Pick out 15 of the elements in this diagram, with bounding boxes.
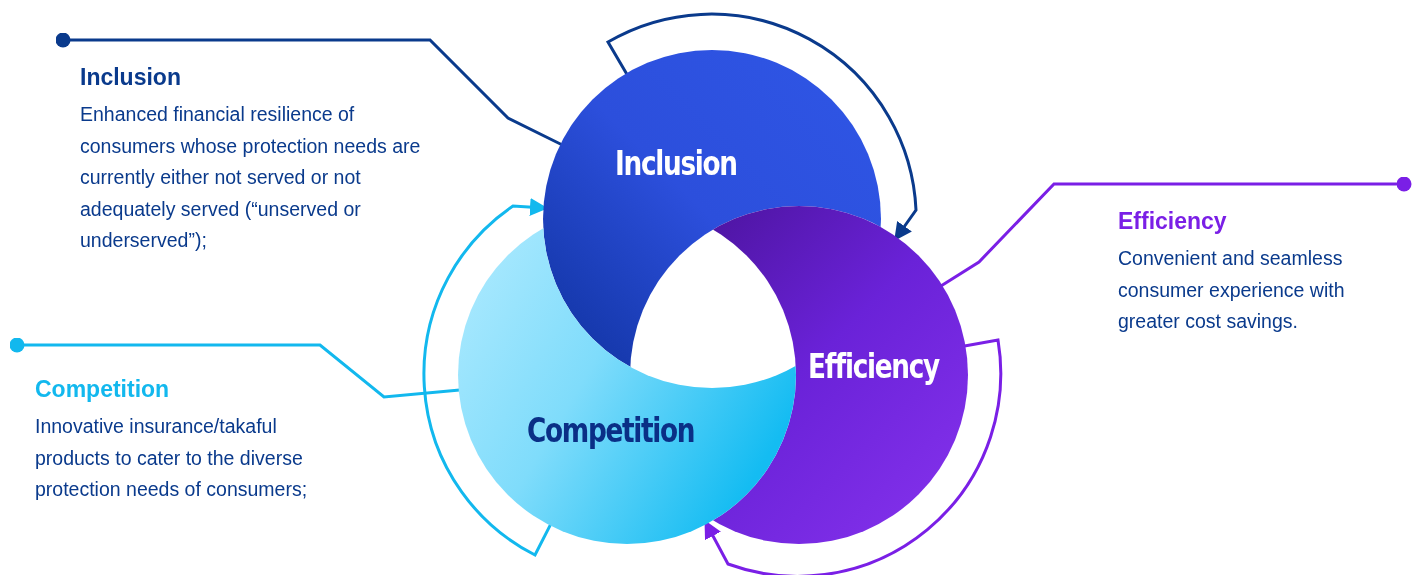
cycle-arrow	[704, 338, 1002, 575]
description-text: Convenient and seamless consumer experience with greater cost savings.	[1118, 246, 1346, 334]
cycle-arrow	[422, 198, 552, 557]
cycle-arrow	[606, 12, 918, 241]
heading: Competition	[35, 376, 170, 403]
circle-label: Inclusion	[615, 143, 737, 183]
description-text: Innovative insurance/takaful products to cater to the diverse protection needs of consumers;	[35, 414, 309, 502]
leader-line	[9, 337, 460, 399]
circle-label: Efficiency	[808, 346, 939, 386]
leader-line	[55, 32, 563, 146]
heading: Inclusion	[80, 64, 181, 91]
circle-label: Competition	[527, 410, 695, 450]
heading: Efficiency	[1118, 208, 1227, 235]
description-text: Enhanced financial resilience of consumers whose protection needs are currently either not served or not adequately served (“unserved or underserved”);	[80, 102, 422, 253]
leader-line	[940, 176, 1412, 287]
